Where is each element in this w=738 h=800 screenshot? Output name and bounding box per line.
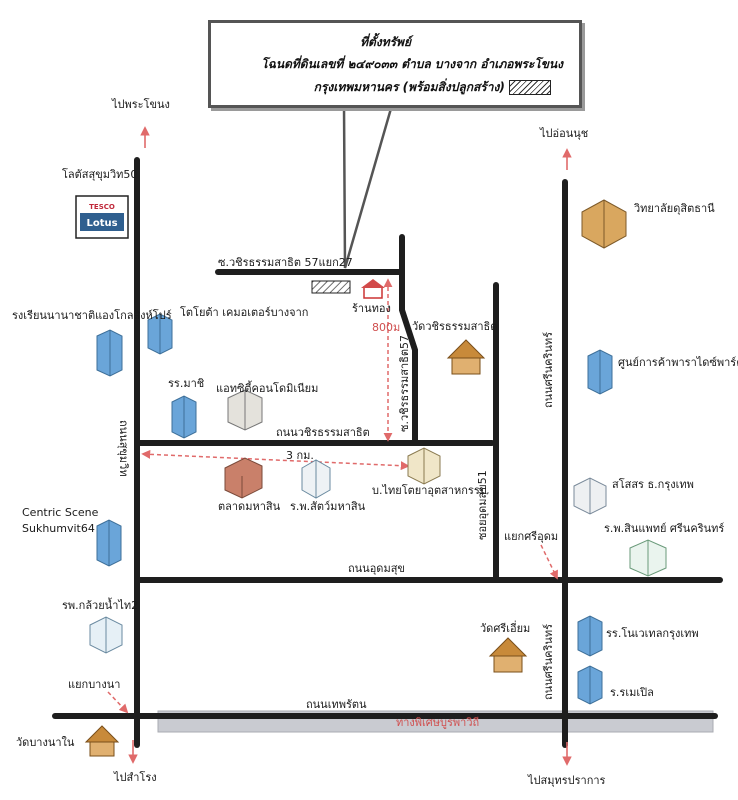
gold-shop-icon bbox=[361, 279, 385, 299]
tower-icon-toyota bbox=[147, 313, 173, 355]
kluaynamthai-hospital-icon bbox=[89, 616, 123, 654]
svg-text:Lotus: Lotus bbox=[86, 218, 117, 229]
road-network bbox=[52, 157, 723, 748]
label-vet-hospital: ร.พ.สัตว์มหาสิน bbox=[290, 500, 366, 513]
condo-building-icon bbox=[227, 389, 263, 431]
label-thai-tech: บ.ไทยโตยาอุตสาหกรรม bbox=[372, 483, 487, 497]
temple-icon-sri-iam bbox=[488, 637, 528, 673]
thai-tech-building-icon bbox=[407, 447, 441, 485]
vet-hospital-icon bbox=[301, 459, 331, 499]
tower-icon-maple-school bbox=[577, 665, 603, 705]
label-bangna-junction: แยกบางนา bbox=[68, 678, 120, 691]
label-gold-shop: ร้านทอง bbox=[352, 302, 391, 315]
label-school-marchi: รร.มาชิ bbox=[168, 377, 204, 390]
label-soi-57: ซ.วชิรธรรมสาธิต57 bbox=[398, 335, 411, 432]
label-udomsuk-soi: ซอยอุดมสุข51 bbox=[476, 470, 489, 540]
label-udomsuk-road: ถนนอุดมสุข bbox=[348, 562, 405, 575]
label-to-samutprakan: ไปสมุทรปราการ bbox=[527, 774, 606, 787]
label-toyota: โตโยต้า เคมอเตอร์บางจาก bbox=[180, 305, 308, 319]
label-college: วิทยาลัยดุสิตธานี bbox=[633, 202, 715, 215]
samitivej-building-icon bbox=[629, 539, 667, 577]
label-bangkok-bank: สโสสร ธ.กรุงเทพ bbox=[612, 477, 694, 491]
label-srinakarin-lower: ถนนศรีนครินทร์ bbox=[542, 624, 555, 700]
label-wat-sri-iam: วัดศรีเอี่ยม bbox=[480, 620, 530, 635]
label-singapore-school: รงเรียนนานาชาติแองโกลสิงห์โปร์ bbox=[12, 308, 172, 322]
label-sri-udom-junction: แยกศรีอุดม bbox=[504, 530, 558, 543]
bangkok-bank-building-icon bbox=[573, 477, 607, 515]
label-centric-line1: Centric Scene bbox=[22, 506, 99, 519]
label-centric-line2: Sukhumvit64 bbox=[22, 522, 95, 535]
label-distance-3km: 3 กม. bbox=[286, 449, 314, 462]
tower-icon-school-marchi bbox=[171, 395, 197, 439]
title-line-3-text: กรุงเทพมหานคร (พร้อมสิ่งปลูกสร้าง) bbox=[313, 80, 505, 94]
temple-icon-bangna bbox=[84, 725, 120, 757]
label-market: ตลาดมหาสิน bbox=[218, 500, 281, 513]
label-distance-800m: 800ม bbox=[372, 321, 400, 334]
label-to-samrong: ไปสำโรง bbox=[113, 770, 157, 784]
tesco-lotus-logo: TESCO Lotus bbox=[75, 195, 129, 239]
label-sukhumvit: ถนนสุขุมวิท bbox=[117, 420, 130, 477]
label-theparat-road: ถนนเทพรัตน bbox=[306, 698, 367, 711]
label-to-phrakhanong: ไปพระโขนง bbox=[111, 97, 170, 111]
title-line-1: ที่ตั้งทรัพย์ bbox=[360, 35, 411, 49]
tower-icon-centric bbox=[96, 519, 122, 567]
label-condo: แอทซิตี้คอนโดมิเนียม bbox=[216, 380, 318, 395]
label-tesco-lotus: โลตัสสุขุมวิท50 bbox=[62, 167, 137, 181]
title-line-2: โฉนดที่ดินเลขที่ ๒๔๙๐๓๓ ตำบล บางจาก อำเภ… bbox=[261, 57, 563, 71]
label-wat-bangna: วัดบางนาใน bbox=[16, 736, 75, 749]
callout-pointer bbox=[342, 103, 394, 269]
tower-icon-paradise-park bbox=[587, 349, 613, 395]
tower-icon-singapore-school bbox=[96, 329, 123, 377]
tower-icon-bangkok-school bbox=[577, 615, 603, 657]
label-srinakarin-upper: ถนนศรีนครินทร์ bbox=[542, 332, 555, 408]
title-line-3: กรุงเทพมหานคร (พร้อมสิ่งปลูกสร้าง) bbox=[314, 78, 551, 97]
label-maple-school: ร.รเมเปิล bbox=[610, 686, 654, 699]
property-parcel bbox=[311, 280, 351, 294]
college-building-icon bbox=[581, 199, 627, 249]
label-wat-vachira: วัดวชิรธรรมสาธิต bbox=[412, 320, 497, 333]
direction-arrows bbox=[128, 126, 572, 766]
label-samitivej: ร.พ.สินแพทย์ ศรีนครินทร์ bbox=[604, 522, 724, 535]
label-paradise-park: ศูนย์การค้าพาราไดซ์พาร์ค bbox=[618, 356, 738, 369]
soi-57-line bbox=[399, 234, 418, 443]
market-building-icon bbox=[224, 457, 263, 499]
label-to-onnut: ไปอ่อนนุช bbox=[539, 127, 588, 140]
distance-arrows bbox=[107, 278, 558, 714]
label-kluaynamthai: รพ.กล้วยน้ำไท2 bbox=[62, 597, 138, 612]
temple-icon-vachira bbox=[446, 339, 486, 375]
label-soi-27: ซ.วชิรธรรมสาธิต 57แยก27 bbox=[218, 256, 353, 269]
svg-text:TESCO: TESCO bbox=[89, 203, 115, 211]
property-hatch-legend bbox=[509, 80, 551, 95]
label-bangkok-school: รร.โนเวเทลกรุงเทพ bbox=[606, 626, 699, 640]
title-callout: ที่ตั้งทรัพย์ โฉนดที่ดินเลขที่ ๒๔๙๐๓๓ ตำ… bbox=[208, 20, 582, 108]
label-vachira-road: ถนนวชิรธรรมสาธิต bbox=[276, 426, 370, 439]
label-expressway: ทางพิเศษบูรพาวิถี bbox=[396, 716, 479, 729]
